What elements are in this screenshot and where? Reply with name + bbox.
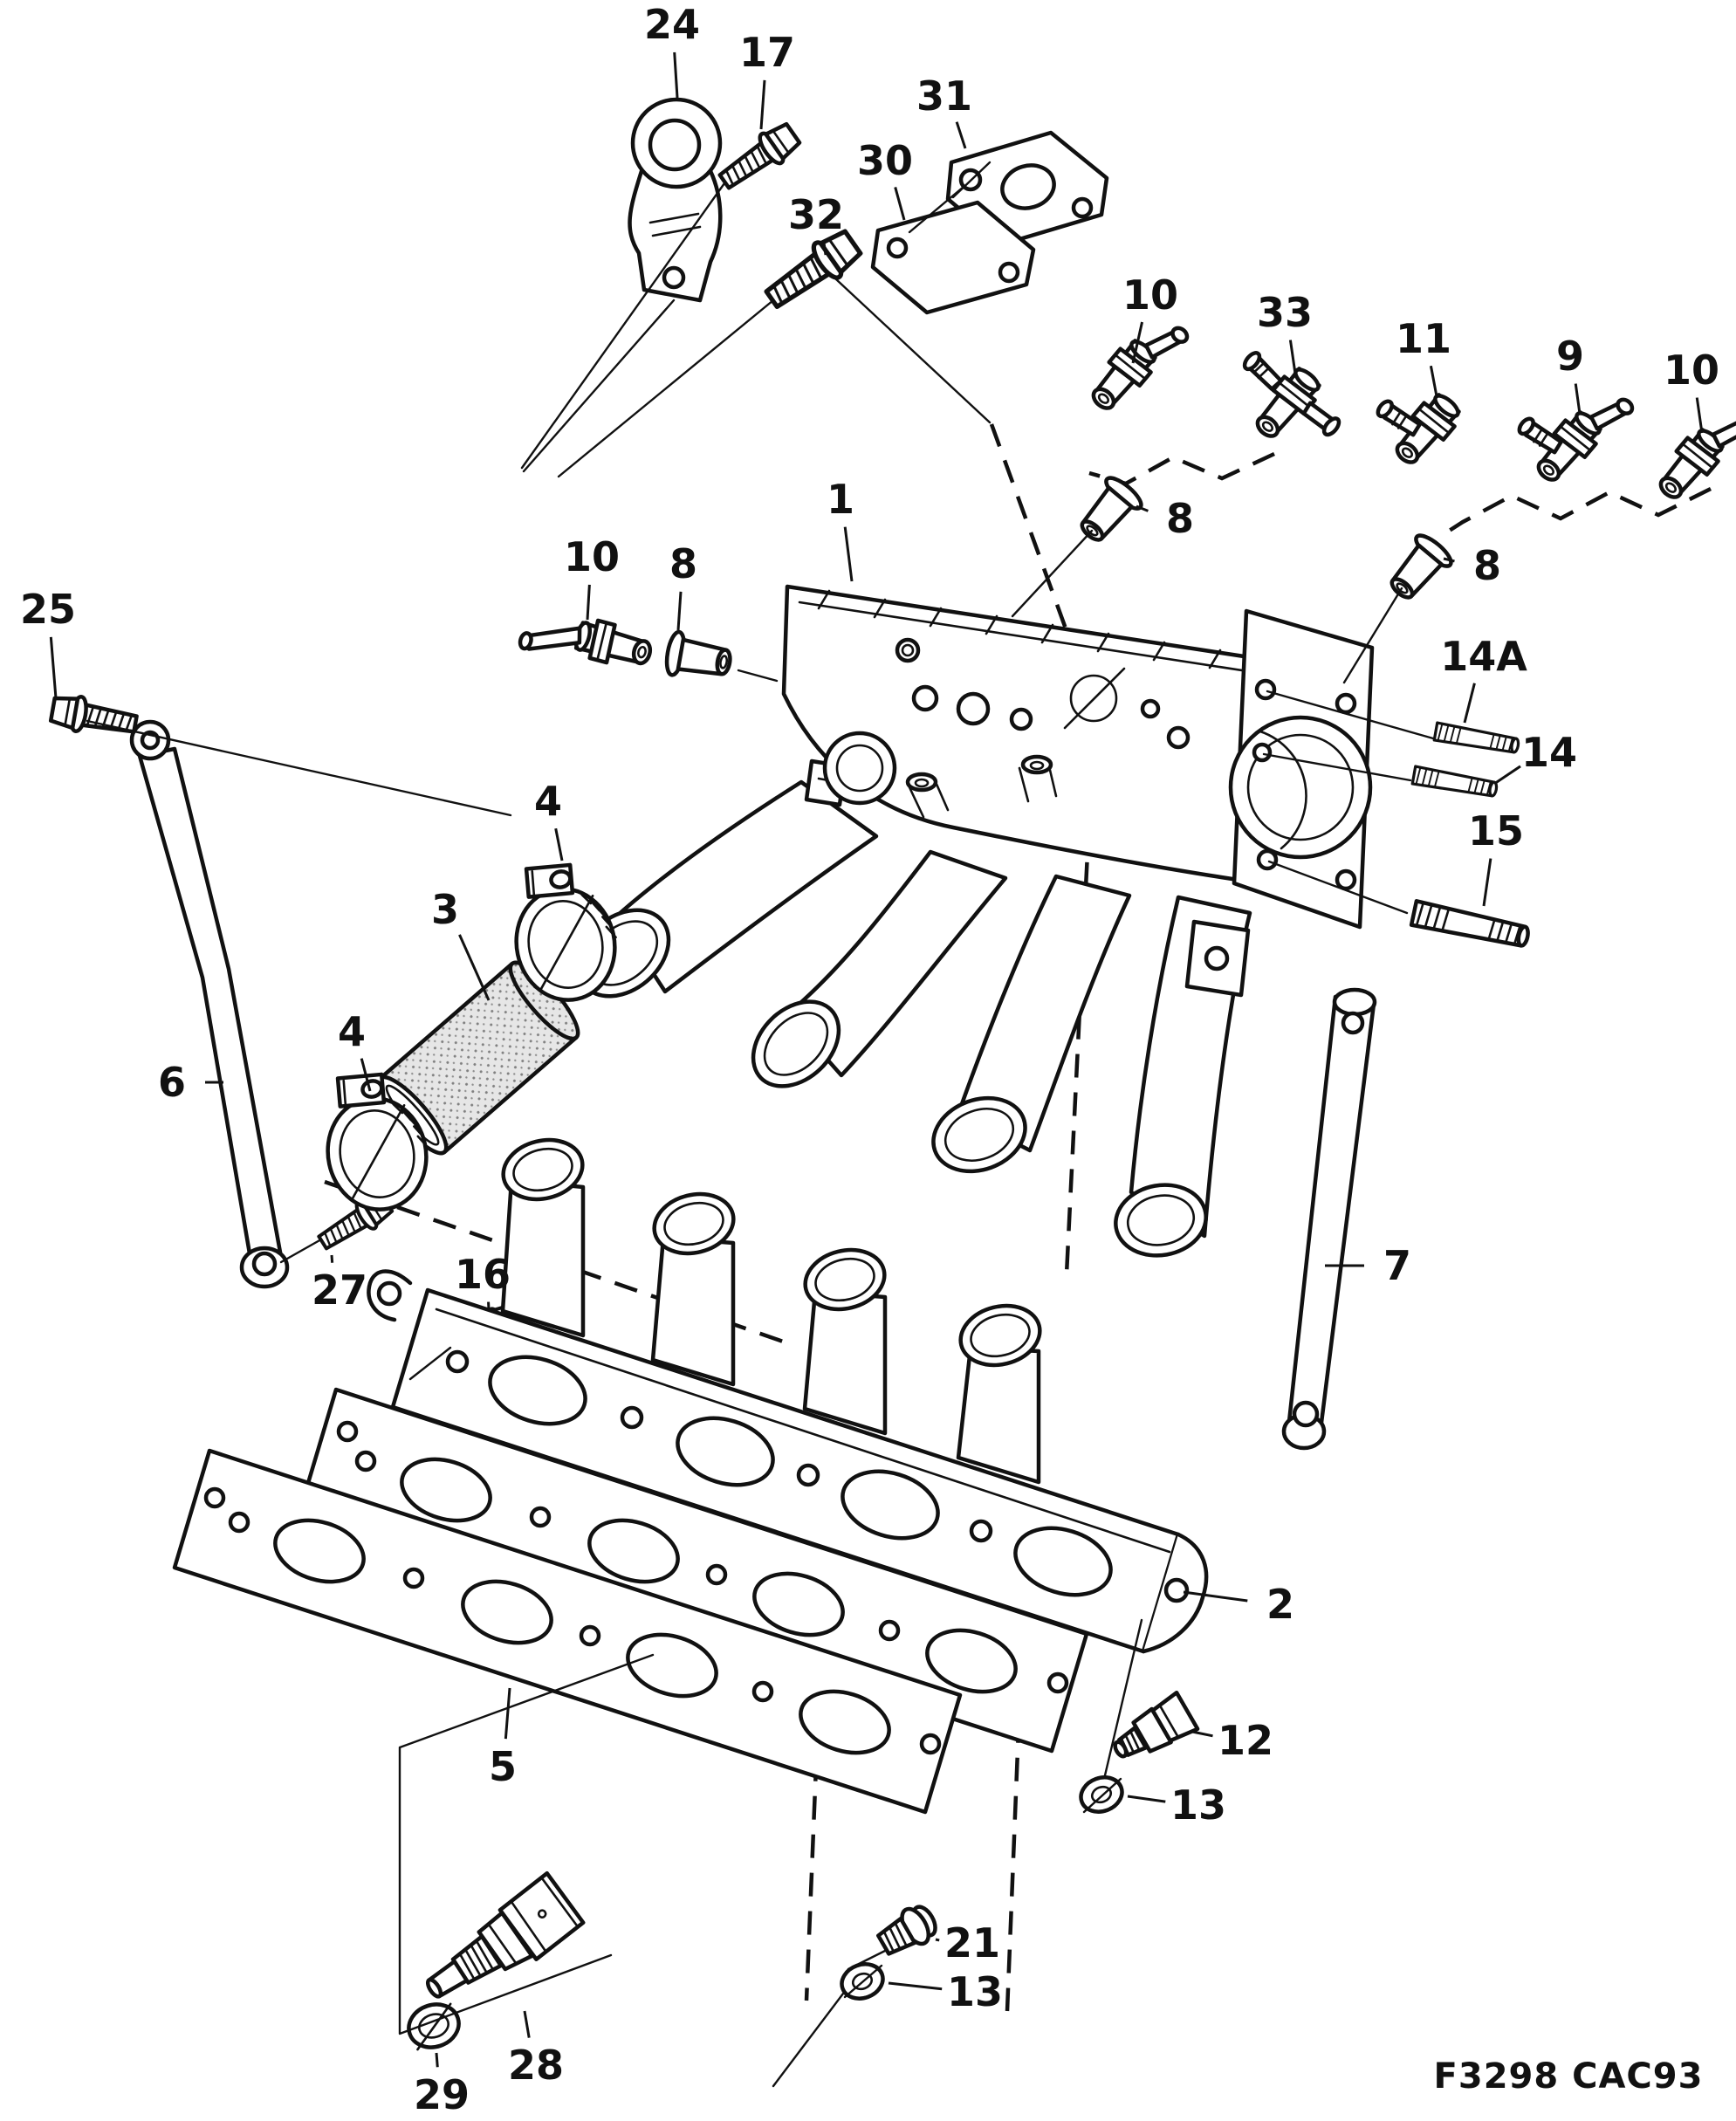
callout-10: 10 xyxy=(1664,347,1719,394)
callout-13: 13 xyxy=(947,1968,1003,2015)
callout-leader xyxy=(843,526,854,582)
bracket-6 xyxy=(129,719,290,1289)
callout-13: 13 xyxy=(1170,1781,1226,1829)
callout-leader xyxy=(1443,557,1455,563)
callout-leader xyxy=(1183,1590,1248,1603)
callout-leader xyxy=(955,121,967,149)
bushing-8-first xyxy=(1072,473,1146,549)
callout-leader xyxy=(935,1938,940,1942)
callout-leader xyxy=(586,584,591,621)
bolt-25 xyxy=(50,692,138,741)
sensor-12 xyxy=(1113,1690,1200,1759)
strut-7 xyxy=(1281,987,1377,1451)
fitting-10-second xyxy=(1651,417,1736,510)
oring-29 xyxy=(407,2002,461,2051)
callout-1: 1 xyxy=(827,476,854,523)
intake-manifold-lower xyxy=(367,1137,1209,1654)
callout-leader xyxy=(1136,505,1149,512)
callout-leader xyxy=(1191,1730,1213,1738)
stud-14 xyxy=(1410,765,1499,800)
bushing-8-second xyxy=(1382,531,1456,607)
callout-leader xyxy=(554,827,564,861)
callout-31: 31 xyxy=(916,72,972,120)
callout-12: 12 xyxy=(1218,1717,1273,1764)
callout-leader xyxy=(435,2052,439,2068)
callout-leader xyxy=(1288,340,1297,374)
intake-manifold-upper xyxy=(575,584,1375,1258)
washer-13-upper xyxy=(1076,1772,1127,1817)
fitting-10-left xyxy=(518,602,655,680)
callout-14: 14 xyxy=(1521,729,1577,776)
callout-33: 33 xyxy=(1257,289,1313,336)
callout-21: 21 xyxy=(944,1919,1000,1967)
hose-3 xyxy=(376,960,580,1156)
callout-leader xyxy=(894,187,906,221)
callout-leader xyxy=(822,241,827,256)
callout-14A: 14A xyxy=(1440,633,1527,680)
callout-leader xyxy=(1429,365,1438,397)
callout-27: 27 xyxy=(312,1266,367,1314)
callout-4: 4 xyxy=(534,778,562,825)
fitting-33-tee xyxy=(1242,351,1341,467)
callout-leader xyxy=(676,591,683,631)
callout-leader xyxy=(1463,683,1476,724)
callout-32: 32 xyxy=(788,191,844,238)
figure-code: F3298 CAC93 xyxy=(1434,2056,1704,2097)
callout-30: 30 xyxy=(857,137,913,184)
callout-leader xyxy=(49,636,58,699)
bracket-24 xyxy=(628,97,723,303)
callout-17: 17 xyxy=(739,29,795,76)
callout-8: 8 xyxy=(669,540,697,587)
fitting-9-elbow xyxy=(1517,397,1635,492)
sensor-28 xyxy=(425,1870,586,1999)
stud-14a xyxy=(1432,721,1521,757)
callout-leader xyxy=(1695,397,1704,434)
callout-leader xyxy=(1127,1795,1166,1803)
callout-28: 28 xyxy=(508,2042,564,2089)
callout-3: 3 xyxy=(431,886,459,933)
callout-7: 7 xyxy=(1383,1242,1411,1289)
plug-21 xyxy=(876,1905,937,1956)
callout-leader xyxy=(1574,383,1582,415)
callout-leader xyxy=(523,2010,531,2038)
fitting-11-elbow xyxy=(1376,368,1465,470)
bolt-32 xyxy=(760,225,865,316)
callout-15: 15 xyxy=(1468,807,1524,855)
callout-9: 9 xyxy=(1556,333,1584,380)
stud-15 xyxy=(1411,901,1530,949)
callout-2: 2 xyxy=(1266,1581,1294,1628)
fitting-10-first xyxy=(1084,326,1190,421)
callout-leader xyxy=(330,1254,334,1263)
callout-11: 11 xyxy=(1396,315,1451,362)
bolt-17 xyxy=(714,119,803,196)
callout-5: 5 xyxy=(489,1743,517,1790)
callout-25: 25 xyxy=(20,586,76,633)
callout-leader xyxy=(1493,765,1521,786)
bushing-8-left xyxy=(664,631,734,685)
callout-8: 8 xyxy=(1473,542,1501,589)
callout-16: 16 xyxy=(455,1251,511,1298)
callout-leader xyxy=(673,51,679,99)
callout-24: 24 xyxy=(644,1,700,48)
callout-8: 8 xyxy=(1166,495,1194,542)
callout-leader xyxy=(504,1687,511,1740)
gasket-middle xyxy=(298,1387,1089,1754)
callout-leader xyxy=(759,79,766,130)
callout-6: 6 xyxy=(158,1059,186,1106)
callout-leader xyxy=(360,1058,372,1092)
callout-leader xyxy=(1131,321,1144,364)
callout-leader xyxy=(1482,858,1492,907)
gasket-5 xyxy=(172,1448,963,1815)
callout-leader xyxy=(888,1981,943,1991)
assembly-lines xyxy=(86,182,1435,2088)
callout-leader xyxy=(458,934,491,1001)
washer-13-lower xyxy=(837,1959,888,2004)
callout-10: 10 xyxy=(1122,271,1178,319)
callout-4: 4 xyxy=(338,1008,366,1055)
callout-29: 29 xyxy=(414,2071,470,2118)
callout-10: 10 xyxy=(564,533,620,580)
